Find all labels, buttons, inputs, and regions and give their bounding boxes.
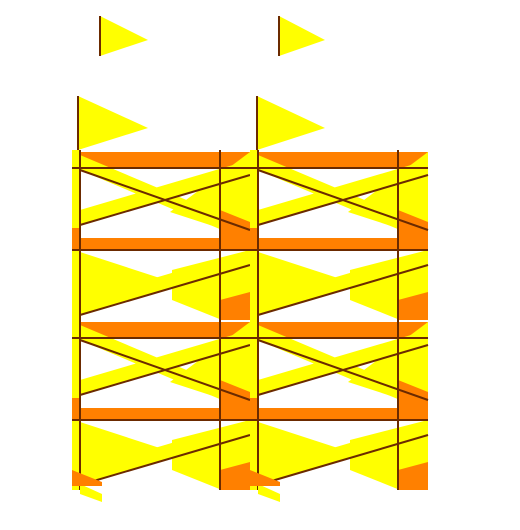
bottom-stub-right bbox=[250, 470, 280, 502]
pennant-top-right bbox=[278, 16, 325, 56]
bottom-stub-left bbox=[72, 470, 102, 502]
pennant-top-left bbox=[99, 16, 148, 56]
pattern-tile-3 bbox=[71, 319, 251, 491]
pattern-tile-1 bbox=[71, 149, 251, 321]
pattern-tile-2 bbox=[249, 149, 429, 321]
pattern-tile-4 bbox=[249, 319, 429, 491]
